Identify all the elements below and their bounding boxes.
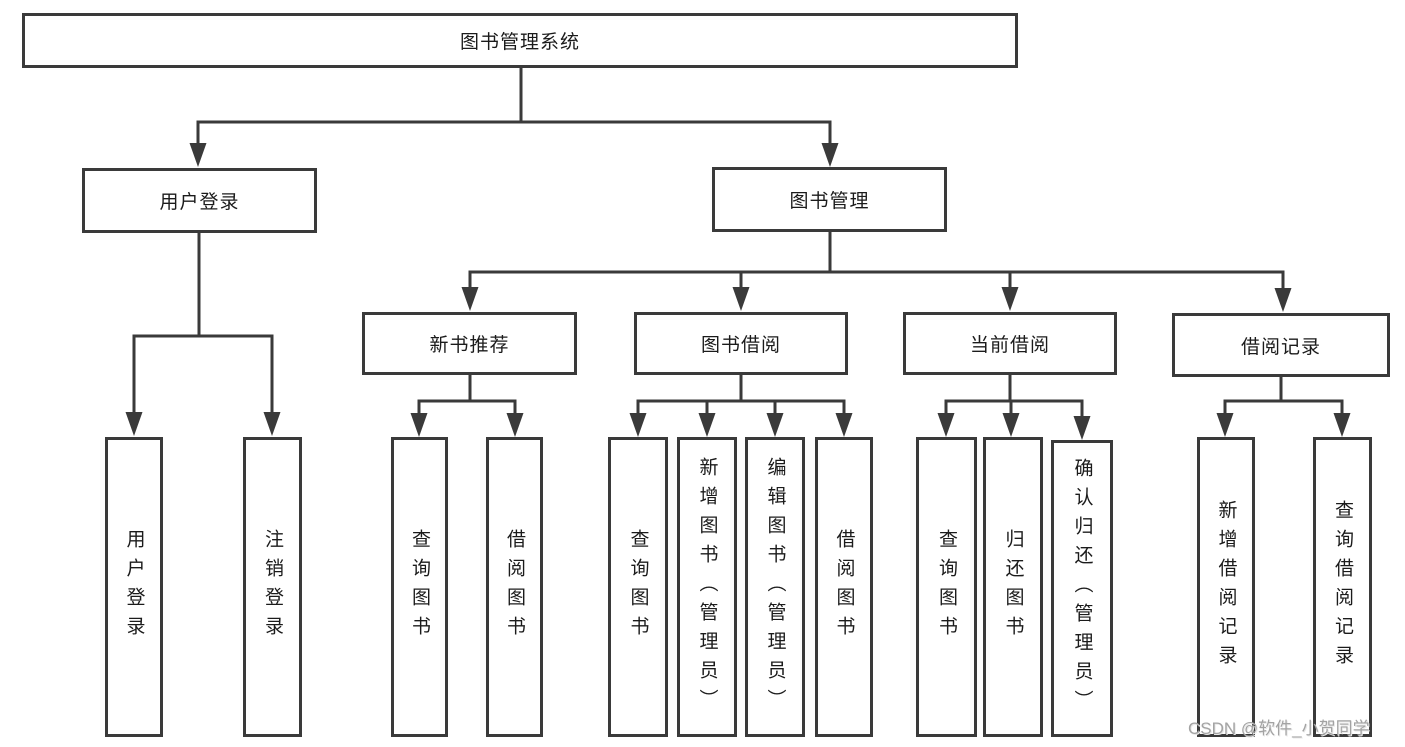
node-new-book-recommendation: 新书推荐 — [362, 312, 577, 375]
leaf-logout: 注销登录 — [243, 437, 302, 737]
leaf-return-books: 归还图书 — [983, 437, 1043, 737]
node-library-management-system: 图书管理系统 — [22, 13, 1018, 68]
leaf-query-books-recommend: 查询图书 — [391, 437, 448, 737]
node-book-borrowing: 图书借阅 — [634, 312, 848, 375]
leaf-query-books-current: 查询图书 — [916, 437, 977, 737]
leaf-borrow-books-recommend: 借阅图书 — [486, 437, 543, 737]
leaf-query-borrow-record: 查询借阅记录 — [1313, 437, 1372, 737]
leaf-confirm-return-admin: 确认归还（管理员） — [1051, 440, 1113, 737]
node-user-login: 用户登录 — [82, 168, 317, 233]
leaf-query-books-borrowing: 查询图书 — [608, 437, 668, 737]
csdn-watermark: CSDN @软件_小贺同学 — [1188, 719, 1370, 738]
leaf-borrow-books: 借阅图书 — [815, 437, 873, 737]
node-borrowing-records: 借阅记录 — [1172, 313, 1390, 377]
node-current-borrowing: 当前借阅 — [903, 312, 1117, 375]
node-book-management: 图书管理 — [712, 167, 947, 232]
leaf-edit-book-admin: 编辑图书（管理员） — [745, 437, 805, 737]
leaf-add-borrow-record: 新增借阅记录 — [1197, 437, 1255, 737]
leaf-add-book-admin: 新增图书（管理员） — [677, 437, 737, 737]
leaf-user-login: 用户登录 — [105, 437, 163, 737]
